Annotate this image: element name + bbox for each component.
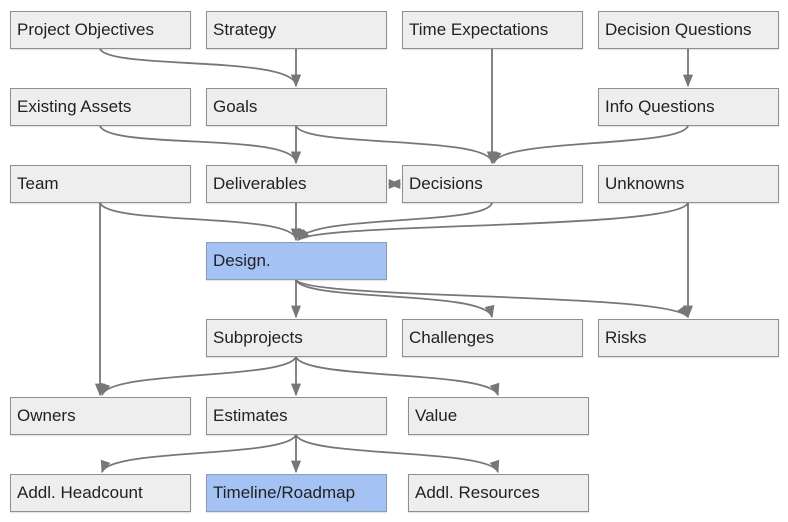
node-design[interactable]: Design.: [206, 242, 387, 280]
node-owners[interactable]: Owners: [10, 397, 191, 435]
node-addl-headcount[interactable]: Addl. Headcount: [10, 474, 191, 512]
node-subprojects[interactable]: Subprojects: [206, 319, 387, 357]
edge-design-to-risks: [295, 279, 689, 319]
edge-project-objectives-to-goals: [99, 48, 301, 88]
edge-decisions-to-design: [297, 202, 493, 242]
node-project-objectives[interactable]: Project Objectives: [10, 11, 191, 49]
edge-existing-assets-to-deliverables: [99, 125, 301, 165]
node-goals[interactable]: Goals: [206, 88, 387, 126]
node-time-expectations[interactable]: Time Expectations: [402, 11, 583, 49]
node-challenges[interactable]: Challenges: [402, 319, 583, 357]
node-timeline-roadmap[interactable]: Timeline/Roadmap: [206, 474, 387, 512]
node-strategy[interactable]: Strategy: [206, 11, 387, 49]
node-existing-assets[interactable]: Existing Assets: [10, 88, 191, 126]
node-unknowns[interactable]: Unknowns: [598, 165, 779, 203]
edge-estimates-to-addl-headcount: [100, 434, 297, 474]
node-decision-questions[interactable]: Decision Questions: [598, 11, 779, 49]
node-deliverables[interactable]: Deliverables: [206, 165, 387, 203]
node-addl-resources[interactable]: Addl. Resources: [408, 474, 589, 512]
node-estimates[interactable]: Estimates: [206, 397, 387, 435]
node-info-questions[interactable]: Info Questions: [598, 88, 779, 126]
node-risks[interactable]: Risks: [598, 319, 779, 357]
edge-goals-to-decisions: [295, 125, 497, 165]
edge-subprojects-to-owners: [100, 356, 297, 397]
edge-subprojects-to-value: [295, 356, 500, 397]
edge-estimates-to-addl-resources: [295, 434, 500, 474]
edge-unknowns-to-design: [297, 202, 689, 241]
edge-design-to-challenges: [295, 279, 495, 319]
node-decisions[interactable]: Decisions: [402, 165, 583, 203]
node-team[interactable]: Team: [10, 165, 191, 203]
node-value[interactable]: Value: [408, 397, 589, 435]
edge-team-to-design: [99, 202, 301, 242]
edge-info-questions-to-decisions: [491, 125, 689, 165]
